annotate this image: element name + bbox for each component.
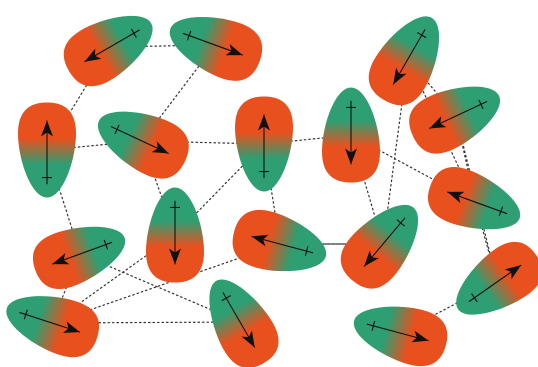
molecule-15 xyxy=(421,159,529,244)
molecule-09 xyxy=(235,97,293,192)
molecule-17 xyxy=(347,294,453,367)
molecule-08 xyxy=(192,267,288,367)
molecule-07 xyxy=(0,282,106,365)
molecule-16 xyxy=(442,232,538,332)
molecule-05 xyxy=(26,211,134,296)
molecule-11 xyxy=(227,204,334,285)
molecule-03 xyxy=(18,103,76,198)
molecule-04 xyxy=(87,95,198,188)
molecule-10 xyxy=(322,88,380,183)
molecule-12 xyxy=(330,189,435,299)
molecule-body xyxy=(442,232,538,332)
molecule-01 xyxy=(54,0,165,96)
molecule-body xyxy=(192,267,288,367)
molecule-06 xyxy=(146,188,204,283)
molecule-body xyxy=(54,0,165,96)
molecule-02 xyxy=(160,2,269,89)
molecule-body xyxy=(347,294,453,367)
